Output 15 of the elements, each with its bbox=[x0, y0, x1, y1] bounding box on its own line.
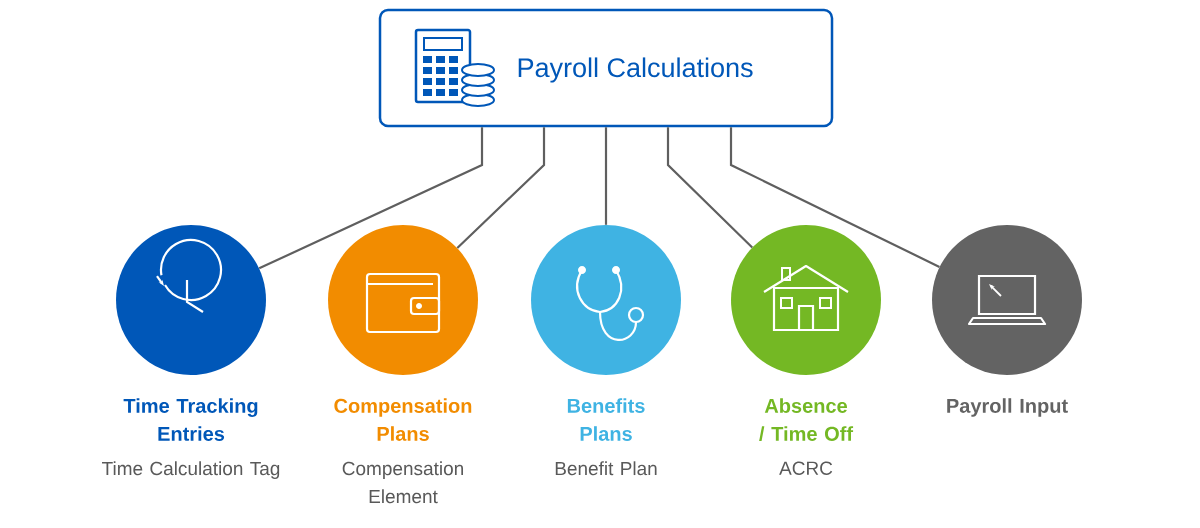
connector-line bbox=[729, 127, 940, 268]
category-heading: Compensation Plans bbox=[334, 398, 472, 441]
category-heading: Payroll Input bbox=[947, 398, 1068, 417]
connector-line bbox=[258, 127, 484, 270]
connector-line bbox=[666, 127, 753, 249]
category-subtitle: Time Calculation Tag bbox=[102, 461, 280, 479]
connector-line bbox=[604, 127, 608, 225]
category-subtitle: Benefit Plan bbox=[555, 461, 657, 476]
category-heading: Absence / Time Off bbox=[759, 398, 854, 442]
category-heading: Time Tracking Entries bbox=[123, 398, 258, 441]
category-subtitle: Compensation Element bbox=[342, 461, 463, 504]
category-heading: Benefits Plans bbox=[567, 398, 645, 441]
category-subtitle: ACRC bbox=[779, 461, 833, 475]
connector-line bbox=[456, 127, 546, 249]
title-box: Payroll Calculations bbox=[378, 8, 834, 128]
